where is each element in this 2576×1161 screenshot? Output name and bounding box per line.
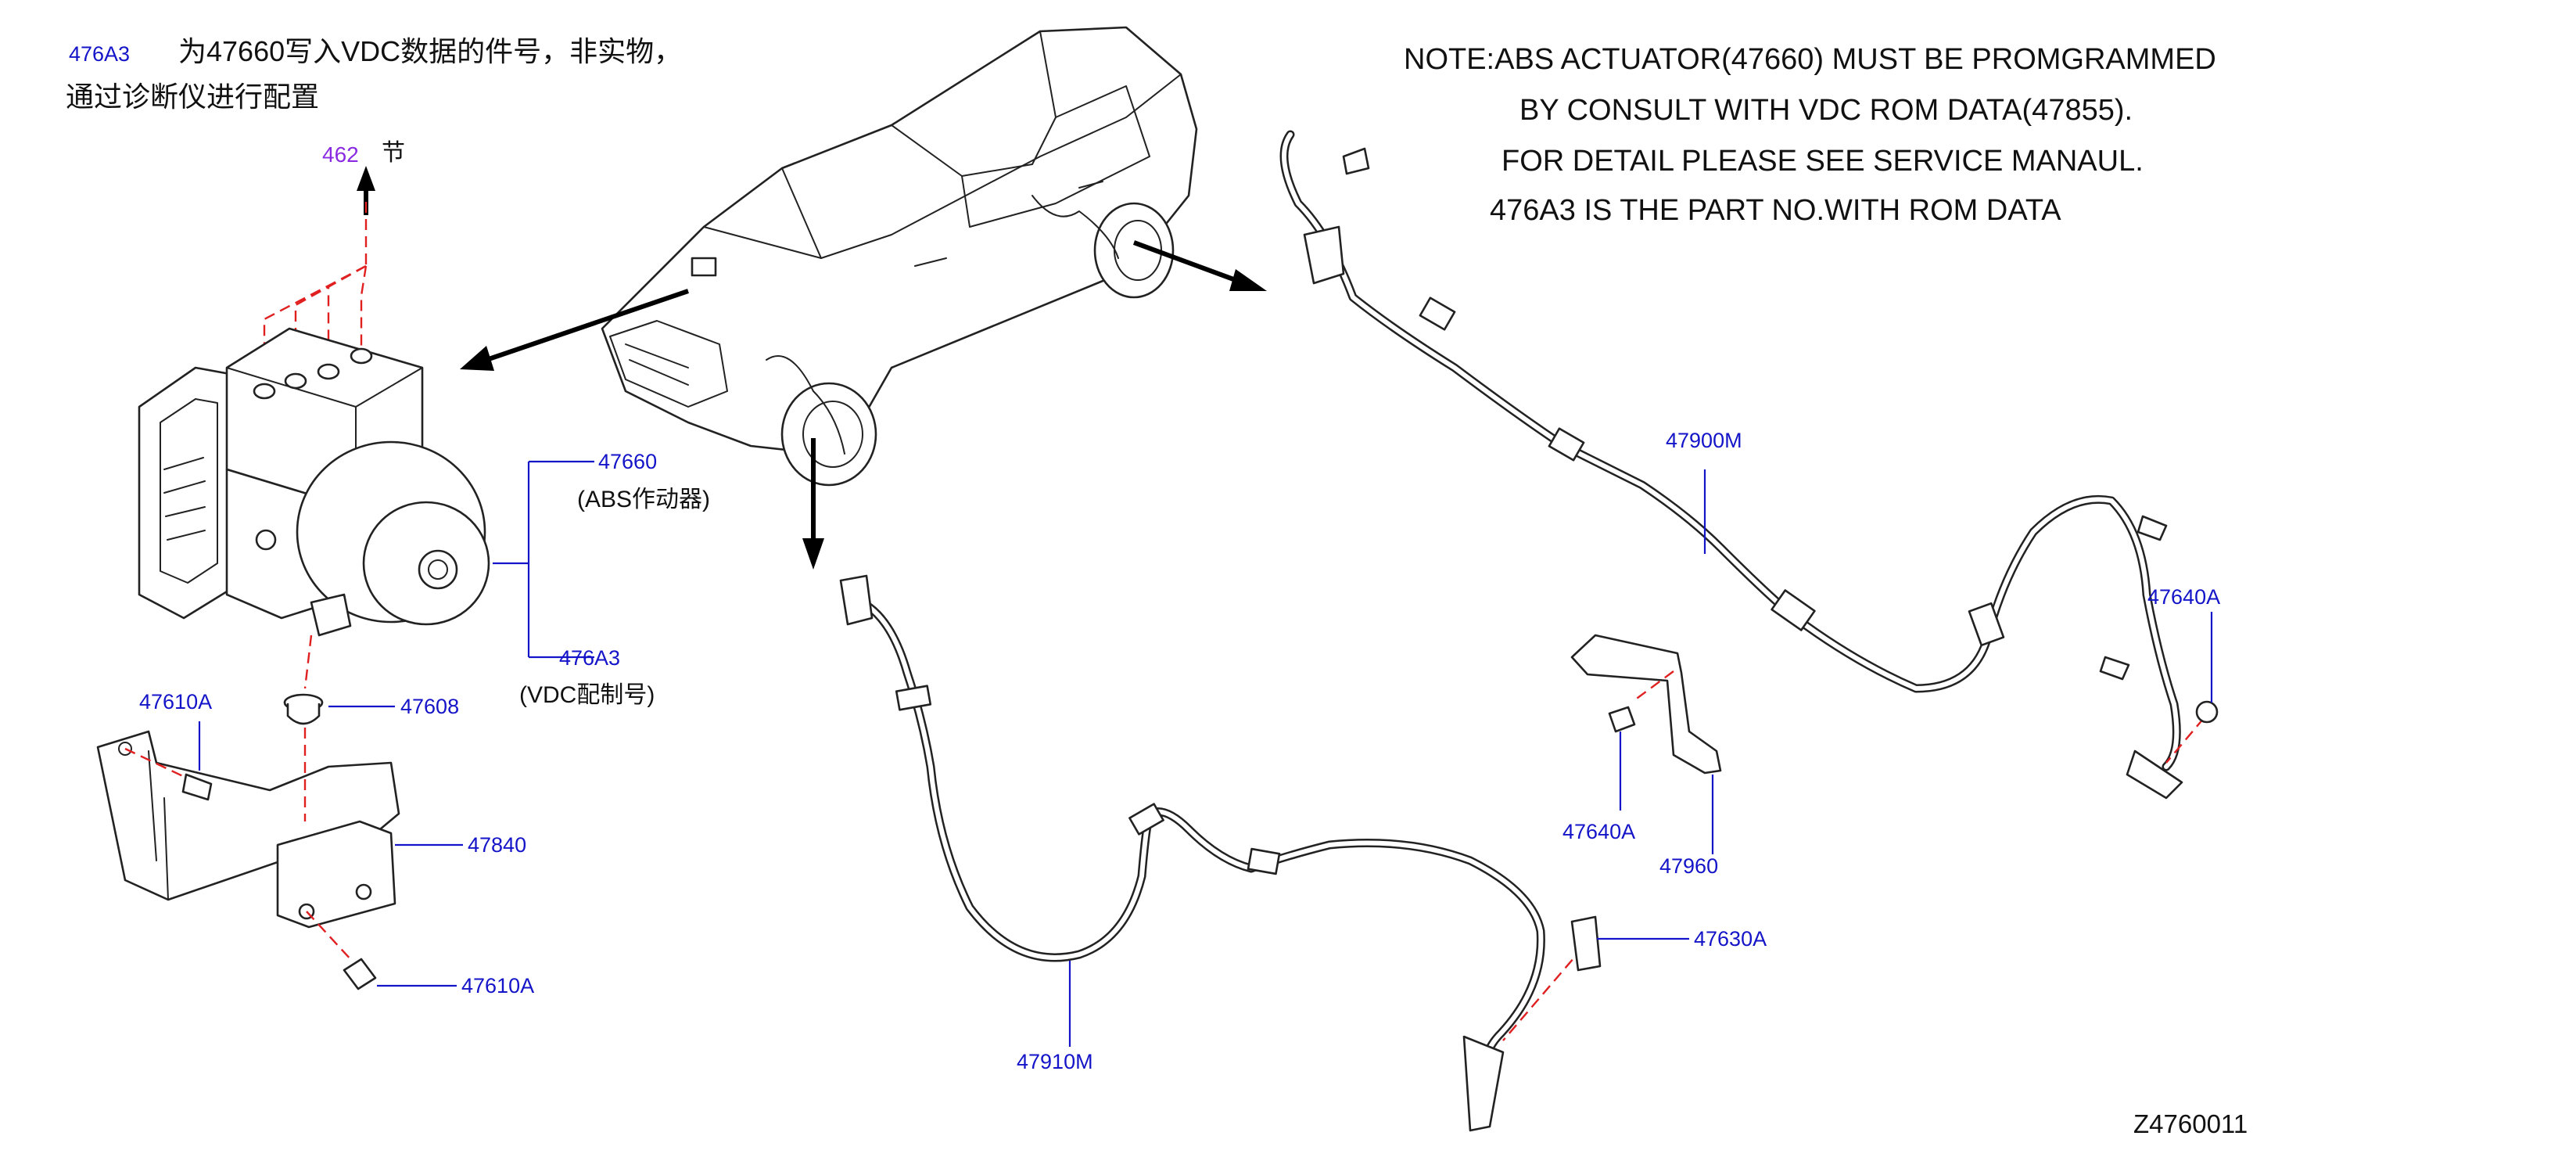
callout-47610A-lower: 47610A <box>461 974 534 997</box>
rear-sensor-head <box>2126 749 2183 800</box>
section-ref-word: 节 <box>382 140 405 166</box>
bracket-47840: 47840 <box>96 728 526 929</box>
note-en-line-3: FOR DETAIL PLEASE SEE SERVICE MANAUL. <box>1501 145 2144 178</box>
car-grille <box>609 320 728 408</box>
note-en-line-4: 476A3 IS THE PART NO.WITH ROM DATA <box>1490 194 2061 227</box>
bolt-upper-47610A: 47610A <box>124 690 213 801</box>
rear-bracket <box>1570 634 1722 775</box>
callout-476A3-desc: (VDC配制号) <box>519 682 655 708</box>
callout-47660-desc: (ABS作动器) <box>577 487 710 512</box>
grommet-47608: 47608 <box>283 634 459 725</box>
note-line-2: 通过诊断仪进行配置 <box>66 81 319 113</box>
callout-47608: 47608 <box>400 695 459 718</box>
callout-476A3: 476A3 <box>559 646 620 670</box>
location-arrows <box>460 240 1267 570</box>
arrow-to-rear-sensor <box>1229 269 1267 291</box>
rear-wheel <box>1093 202 1175 299</box>
arrow-to-front-sensor <box>802 538 824 570</box>
actuator-callouts: 47660 (ABS作动器) 476A3 (VDC配制号) <box>493 450 710 708</box>
ecu-housing <box>138 366 240 620</box>
section-ref-number: 462 <box>322 142 359 167</box>
note-en-line-2: BY CONSULT WITH VDC ROM DATA(47855). <box>1519 94 2133 127</box>
front-sensor-47910M: 47910M <box>839 574 1545 1132</box>
callout-47960: 47960 <box>1659 854 1718 878</box>
chinese-note: 476A3 为47660写入VDC数据的件号，非实物， 通过诊断仪进行配置 46… <box>66 35 682 167</box>
arrow-to-actuator <box>460 346 494 371</box>
vehicle-illustration <box>601 26 1198 487</box>
clip-right-47640A: 47640A <box>2147 585 2220 764</box>
bracket-plate <box>96 730 400 901</box>
note-code: 476A3 <box>69 42 130 66</box>
bolt-lower-47610A: 47610A <box>306 911 534 997</box>
rear-sensor-47900M: 47900M <box>1279 130 2183 800</box>
callout-47640A-right: 47640A <box>2147 585 2220 609</box>
section-arrow-head <box>357 166 375 191</box>
bracket-47960: 47640A 47960 <box>1562 634 1722 878</box>
callout-47660: 47660 <box>598 450 657 473</box>
front-sensor-head <box>1462 1035 1505 1132</box>
rear-connector <box>1303 225 1345 285</box>
callout-47640A-mid: 47640A <box>1562 820 1635 843</box>
abs-actuator-illustration <box>138 166 490 637</box>
callout-47840: 47840 <box>468 833 526 857</box>
bolt-47630A: 47630A <box>1502 915 1767 1041</box>
note-en-line-1: NOTE:ABS ACTUATOR(47660) MUST BE PROMGRA… <box>1404 43 2216 76</box>
callout-47610A-upper: 47610A <box>139 690 212 713</box>
callout-47630A: 47630A <box>1694 927 1767 951</box>
front-connector <box>839 574 874 626</box>
note-line-1: 为47660写入VDC数据的件号，非实物， <box>178 35 682 67</box>
english-note: NOTE:ABS ACTUATOR(47660) MUST BE PROMGRA… <box>1404 43 2216 227</box>
callout-47910M: 47910M <box>1017 1050 1093 1073</box>
diagram-code: Z4760011 <box>2133 1109 2248 1138</box>
callout-47900M: 47900M <box>1666 429 1742 452</box>
